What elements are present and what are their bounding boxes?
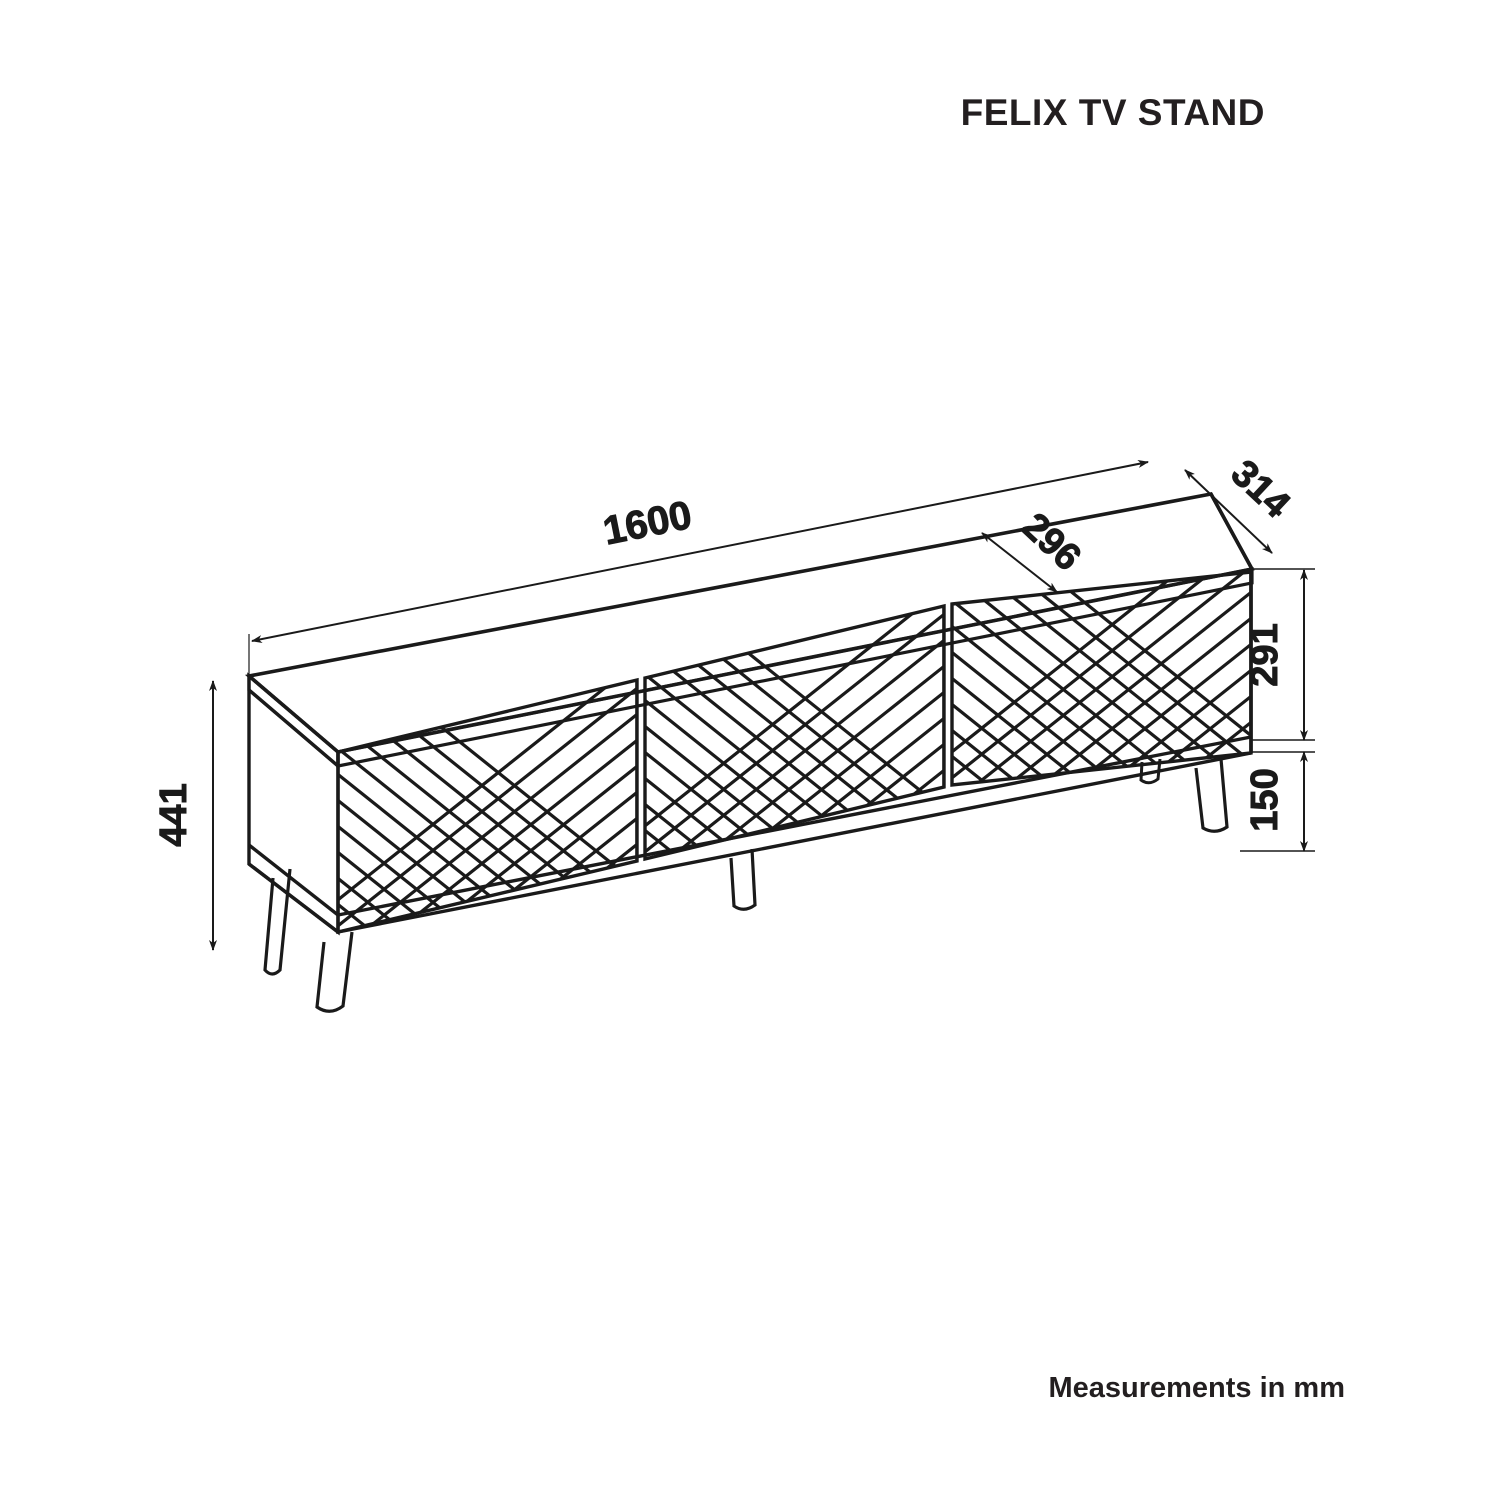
- measurement-unit-note: Measurements in mm: [1048, 1372, 1345, 1404]
- dimension-label-291: 291: [1244, 623, 1286, 686]
- dimension-1600: [248, 460, 1149, 676]
- dimension-label-150: 150: [1244, 768, 1286, 831]
- leg-rear-left: [263, 868, 292, 976]
- leg-front-middle: [729, 848, 757, 911]
- leg-front-left: [315, 931, 354, 1013]
- left-side-panel: [247, 672, 340, 936]
- door-panel-left[interactable]: [300, 622, 660, 1162]
- dimension-label-1600: 1600: [600, 493, 696, 554]
- dimension-296: [981, 532, 1058, 593]
- dimension-150: [1240, 751, 1315, 852]
- dimension-label-296: 296: [1014, 505, 1089, 579]
- dimension-label-441: 441: [153, 783, 195, 846]
- leg-front-right: [1194, 758, 1229, 833]
- furniture-body: [244, 491, 1255, 1162]
- chevron-pattern-left: [338, 680, 637, 932]
- dimension-314: [1184, 469, 1273, 554]
- page-title: FELIX TV STAND: [960, 92, 1265, 133]
- leg-rear-right: [1139, 758, 1162, 785]
- dimension-291: [1252, 568, 1315, 741]
- dimension-label-314: 314: [1223, 452, 1298, 526]
- top-panel: [244, 491, 1255, 770]
